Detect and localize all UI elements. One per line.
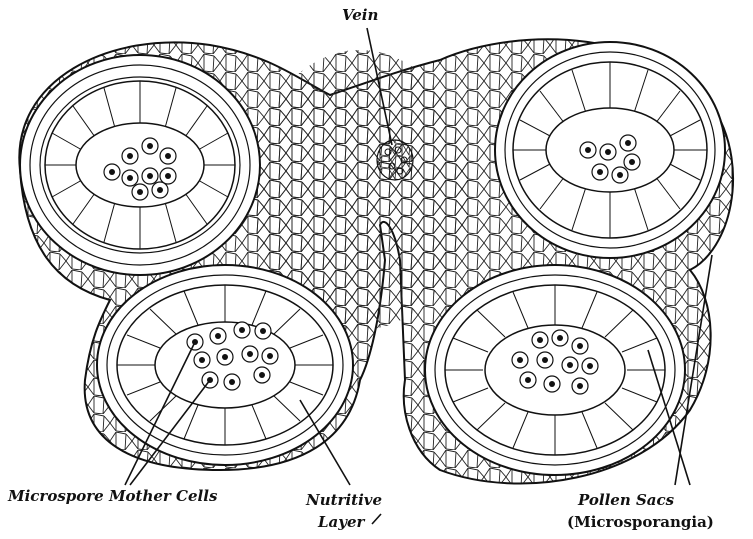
- tick-mark: [372, 514, 381, 524]
- vein: [377, 140, 413, 180]
- pollen-sac-upper-right: [495, 42, 725, 258]
- label-pollen-sacs-line2: (Microsporangia): [567, 513, 714, 531]
- pollen-sac-lower-right: [425, 265, 685, 475]
- label-nutritive-line1: Nutritive: [305, 491, 382, 509]
- pollen-sac-upper-left: [20, 55, 260, 275]
- pollen-sac-lower-left: [97, 265, 353, 465]
- label-microspore-mother-cells: Microspore Mother Cells: [7, 487, 218, 505]
- label-vein: Vein: [342, 6, 378, 24]
- label-nutritive-line2: Layer: [317, 513, 366, 531]
- label-pollen-sacs-line1: Pollen Sacs: [577, 491, 675, 509]
